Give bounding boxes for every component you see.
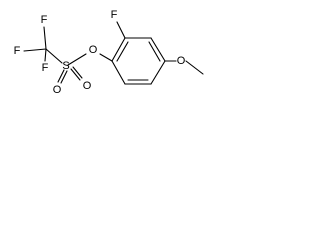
bond-ring-f bbox=[116, 21, 126, 39]
ring-bond-4 bbox=[150, 60, 166, 85]
chemical-structure: F F F S O O O F O bbox=[14, 9, 204, 96]
ring-double-1 bbox=[116, 41, 129, 62]
atom-f-ring: F bbox=[111, 9, 118, 21]
bond-s-o-double-left-b bbox=[60, 70, 68, 84]
benzene-ring bbox=[111, 37, 166, 85]
ring-bond-3 bbox=[150, 37, 166, 62]
atom-f-left: F bbox=[14, 45, 21, 57]
bond-c-f-bottom bbox=[44, 48, 47, 62]
atom-f-bottom: F bbox=[42, 62, 49, 74]
ring-bond-6 bbox=[111, 60, 126, 85]
ring-double-2 bbox=[148, 41, 161, 62]
bond-s-o-double-right-b bbox=[72, 66, 83, 79]
bond-s-o-ester bbox=[67, 53, 87, 66]
atom-o-ester: O bbox=[89, 44, 98, 56]
atom-o-sulfonyl-left: O bbox=[53, 84, 62, 96]
bond-s-o-double-left-a bbox=[57, 69, 65, 83]
bond-s-o-double-right-a bbox=[70, 68, 81, 81]
sulfonyl-bonds bbox=[57, 53, 87, 84]
atom-o-sulfonyl-right: O bbox=[83, 80, 92, 92]
bond-c-s bbox=[45, 48, 63, 64]
ring-bond-1 bbox=[111, 37, 126, 62]
bond-c-f-left bbox=[23, 48, 47, 52]
atom-sulfur: S bbox=[62, 60, 69, 72]
cf3-bonds bbox=[23, 26, 63, 64]
atom-labels: F F F S O O O F O bbox=[14, 9, 186, 96]
bond-o-ring bbox=[99, 53, 113, 62]
bond-o-methyl bbox=[185, 60, 204, 75]
bond-c-f-top bbox=[43, 26, 47, 50]
atom-f-top: F bbox=[41, 14, 48, 26]
atom-o-methoxy: O bbox=[177, 55, 186, 67]
